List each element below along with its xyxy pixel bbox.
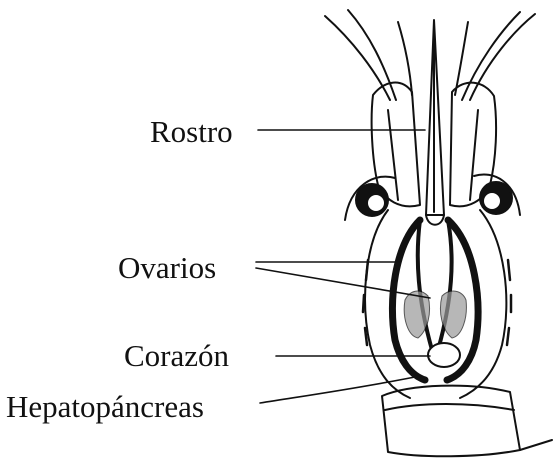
label-rostro: Rostro (150, 116, 233, 147)
carapace (363, 210, 511, 398)
rostrum (426, 20, 444, 225)
eyes (345, 175, 520, 220)
leader-ovarios-2 (256, 268, 430, 298)
label-ovarios: Ovarios (118, 252, 216, 283)
label-hepatopancreas: Hepatopáncreas (6, 391, 204, 422)
label-corazon: Corazón (124, 340, 229, 371)
antennae (325, 10, 535, 100)
heart (428, 343, 460, 367)
